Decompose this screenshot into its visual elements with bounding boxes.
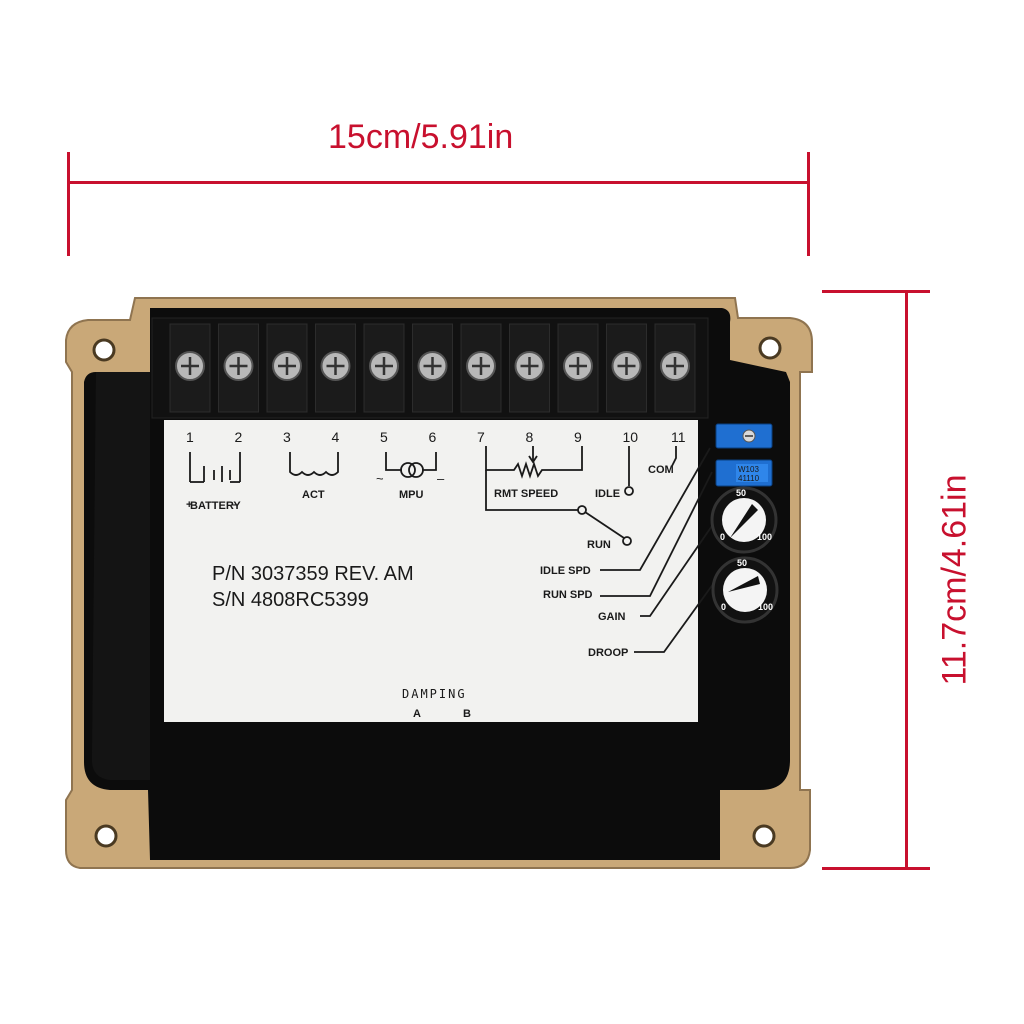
terminal-screw-5[interactable]: [363, 323, 405, 413]
com-label: COM: [648, 464, 674, 476]
width-dimension-line: [68, 181, 810, 184]
terminal-block: [151, 317, 709, 419]
serial-number: S/N 4808RC5399: [212, 589, 369, 611]
terminal-number-6: 6: [429, 429, 437, 445]
trimpot-code-bottom: 41110: [738, 474, 760, 483]
idle-spd-label: IDLE SPD: [540, 565, 591, 577]
rmt-speed-label: RMT SPEED: [494, 488, 558, 500]
terminal-screw-7[interactable]: [460, 323, 502, 413]
terminal-number-11: 11: [671, 429, 686, 445]
terminal-screw-6[interactable]: [412, 323, 453, 413]
damping-b-label: B: [463, 708, 471, 720]
mount-hole-icon: [758, 336, 782, 360]
mpu-minus-sign: –: [437, 471, 445, 486]
terminal-number-2: 2: [235, 429, 243, 445]
terminal-number-9: 9: [574, 429, 582, 445]
act-label: ACT: [302, 489, 325, 501]
idle-speed-trimpot[interactable]: [715, 423, 773, 449]
terminal-screw-2[interactable]: [218, 323, 259, 413]
idle-label: IDLE: [595, 488, 620, 500]
width-dimension-tick-left: [67, 152, 70, 256]
terminal-number-10: 10: [623, 429, 639, 445]
terminal-screw-3[interactable]: [266, 323, 308, 413]
run-spd-label: RUN SPD: [543, 589, 593, 601]
droop-dial-mark-mid: 50: [737, 558, 747, 568]
droop-dial-mark-high: 100: [758, 602, 773, 612]
terminal-number-5: 5: [380, 429, 388, 445]
adjustment-leader-lines: [600, 447, 717, 653]
droop-dial-mark-low: 0: [721, 602, 726, 612]
terminal-number-3: 3: [283, 429, 291, 445]
height-dimension-line: [905, 292, 908, 869]
gain-dial-mark-mid: 50: [736, 488, 746, 498]
actuator-coil-icon: [289, 452, 339, 476]
battery-label: BATTERY: [190, 500, 241, 512]
damping-a-label: A: [413, 708, 421, 720]
height-dimension-tick-top: [822, 290, 930, 293]
idle-terminal-icon: [624, 446, 634, 496]
run-idle-switch-icon: [485, 470, 632, 546]
terminal-screw-10[interactable]: [606, 323, 647, 413]
mpu-label: MPU: [399, 489, 424, 501]
terminal-screw-11[interactable]: [654, 323, 696, 413]
height-dimension-tick-bottom: [822, 867, 930, 870]
terminal-number-4: 4: [332, 429, 340, 445]
mount-hole-icon: [752, 824, 776, 848]
mount-hole-icon: [94, 824, 118, 848]
gain-dial[interactable]: 50 100 0: [710, 486, 778, 554]
part-number: P/N 3037359 REV. AM: [212, 563, 414, 585]
terminal-screw-8[interactable]: [509, 323, 550, 413]
battery-symbol-icon: [189, 452, 241, 483]
gain-dial-mark-high: 100: [757, 532, 772, 542]
gain-label: GAIN: [598, 611, 626, 623]
terminal-number-8: 8: [526, 429, 534, 445]
terminal-number-7: 7: [477, 429, 485, 445]
width-dimension-label: 15cm/5.91in: [328, 118, 514, 156]
width-dimension-tick-right: [807, 152, 810, 256]
droop-label: DROOP: [588, 647, 628, 659]
rmt-speed-pot-icon: [485, 446, 583, 479]
terminal-screw-1[interactable]: [169, 323, 211, 413]
terminal-number-1: 1: [186, 429, 194, 445]
run-label: RUN: [587, 539, 611, 551]
gain-dial-mark-low: 0: [720, 532, 725, 542]
droop-dial[interactable]: 50 100 0: [711, 556, 779, 624]
terminal-screw-9[interactable]: [557, 323, 599, 413]
terminal-screw-4[interactable]: [315, 323, 356, 413]
tilde-sign: ~: [376, 471, 384, 486]
trimpot-code-top: W103: [738, 465, 759, 474]
run-speed-trimpot[interactable]: W103 41110: [715, 459, 773, 487]
mount-hole-icon: [92, 338, 116, 362]
damping-label: DAMPING: [402, 687, 467, 701]
plus-sign: +: [186, 499, 192, 511]
mpu-symbol-icon: [385, 452, 437, 478]
minus-sign: –: [232, 499, 238, 511]
com-terminal-icon: [671, 446, 677, 467]
